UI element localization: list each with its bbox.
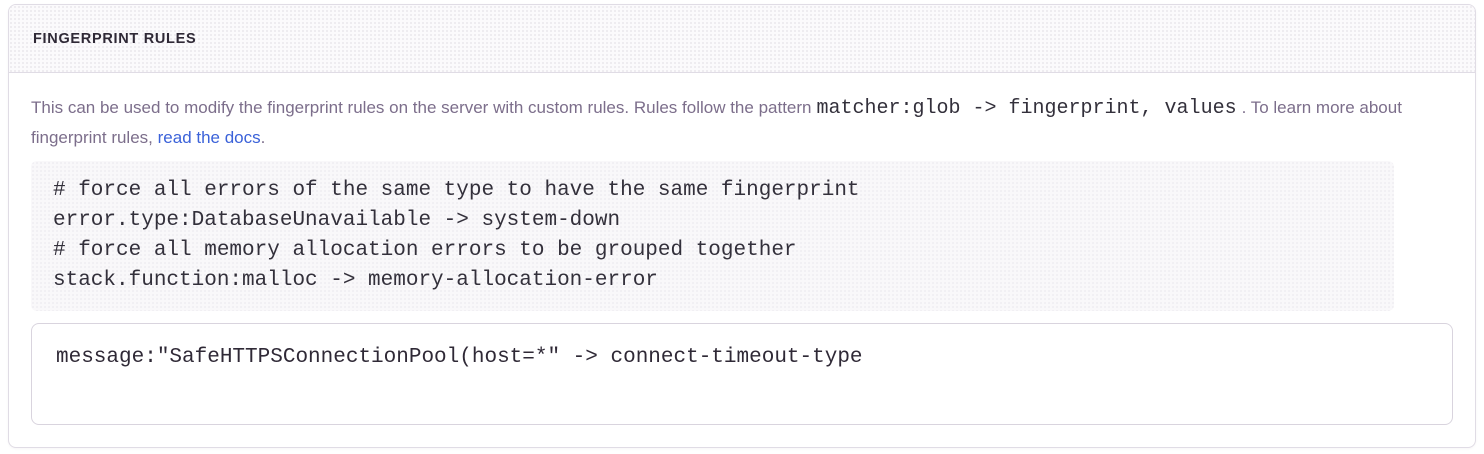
description-segment-before: This can be used to modify the fingerpri… <box>31 98 812 117</box>
description-period: . <box>260 128 266 147</box>
description-text: This can be used to modify the fingerpri… <box>31 93 1411 153</box>
panel-body: This can be used to modify the fingerpri… <box>9 73 1475 447</box>
fingerprint-rules-textarea[interactable]: message:"SafeHTTPSConnectionPool(host=*"… <box>31 323 1453 425</box>
fingerprint-rules-panel: FINGERPRINT RULES This can be used to mo… <box>8 4 1476 448</box>
example-rules-code: # force all errors of the same type to h… <box>31 161 1394 311</box>
panel-header: FINGERPRINT RULES <box>9 5 1475 73</box>
panel-title: FINGERPRINT RULES <box>33 30 197 47</box>
pattern-inline-code: matcher:glob -> fingerprint, values <box>816 97 1237 120</box>
read-the-docs-link[interactable]: read the docs <box>157 128 261 147</box>
description-segment-after: . To learn more about fingerprint rules, <box>31 98 1402 147</box>
